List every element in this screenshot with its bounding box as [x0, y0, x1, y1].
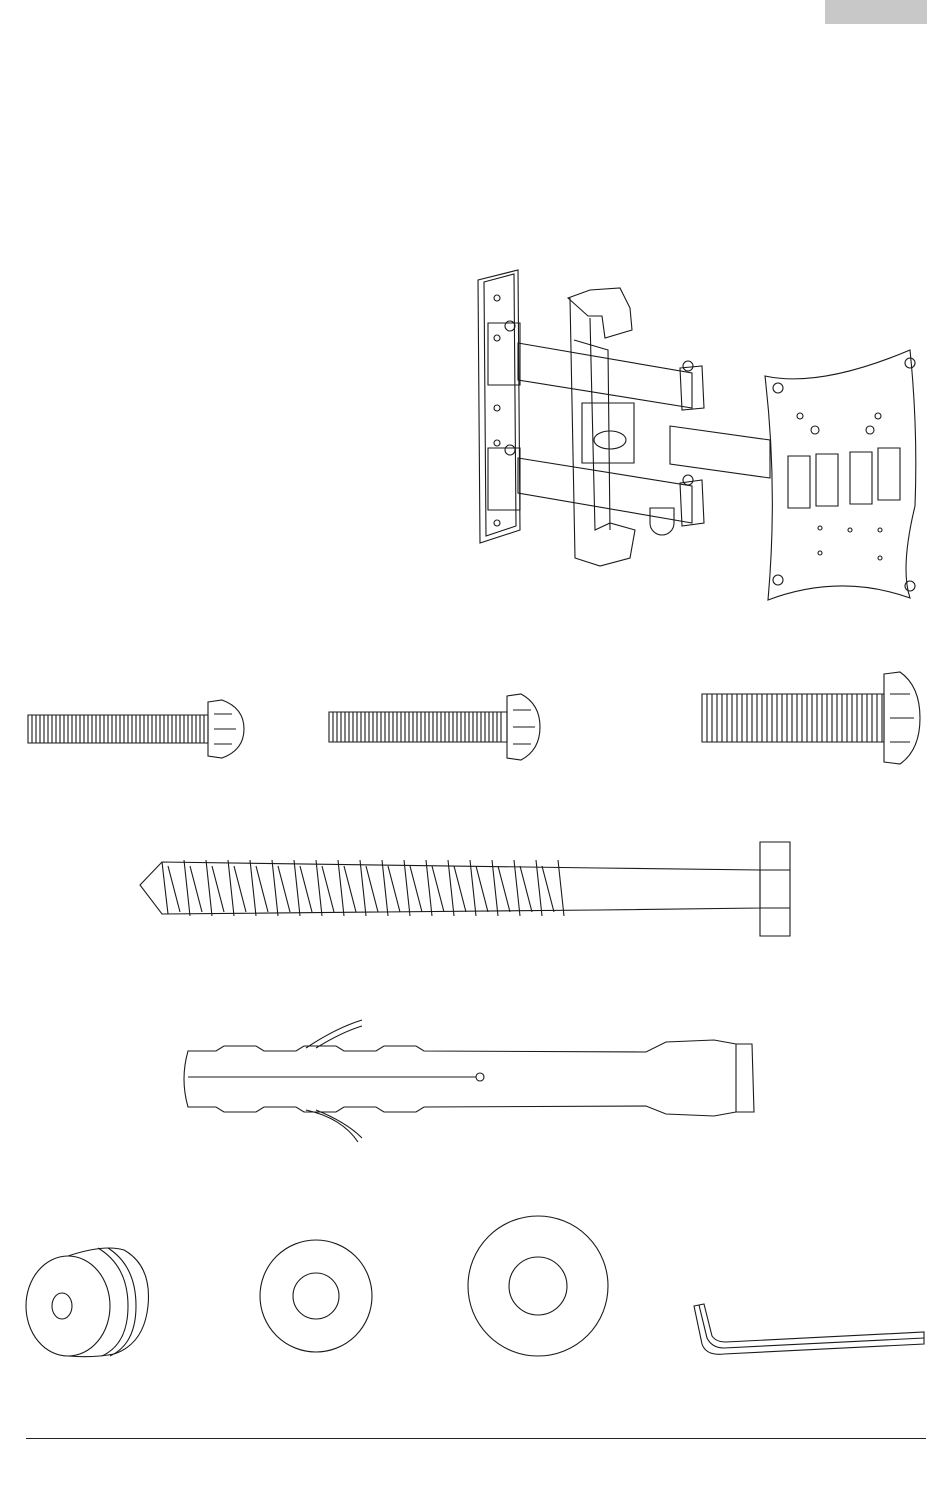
wall-mount-bracket-illustration — [470, 268, 930, 608]
large-washer — [466, 1214, 610, 1358]
machine-screw-medium — [327, 694, 542, 760]
allen-key — [690, 1300, 928, 1360]
wall-anchor — [176, 1018, 758, 1144]
footer-rule — [26, 1438, 926, 1439]
spacer — [24, 1236, 154, 1360]
page-tab-marker — [825, 0, 927, 24]
machine-screw-short — [700, 672, 922, 764]
small-washer — [258, 1238, 374, 1354]
lag-bolt — [138, 840, 794, 940]
machine-screw-long — [26, 698, 246, 760]
